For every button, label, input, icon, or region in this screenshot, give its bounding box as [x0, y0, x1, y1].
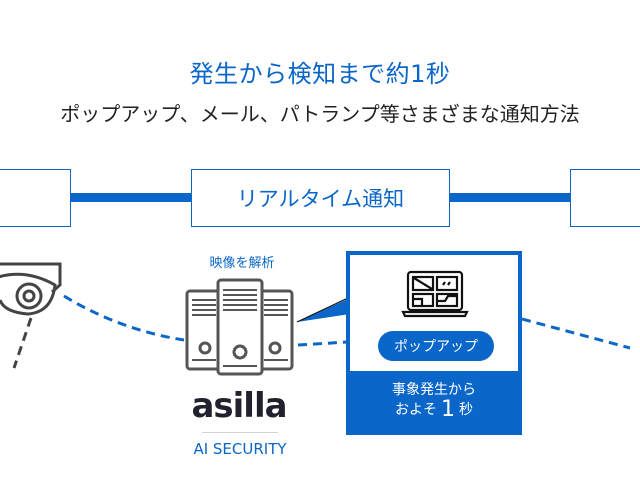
dome-camera-icon: [0, 262, 62, 316]
asilla-logo: asilla: [191, 386, 287, 426]
footer-seconds-number: 1: [441, 397, 455, 422]
stage-box-detection: [0, 169, 71, 227]
popup-button[interactable]: ポップアップ: [378, 331, 494, 361]
stage-label: リアルタイム通知: [236, 187, 405, 211]
dashed-link-server-popup: [297, 340, 349, 347]
laptop-monitor-icon: [401, 270, 469, 318]
page-subtitle: ポップアップ、メール、パトランプ等さまざまな通知方法: [60, 102, 580, 126]
stage-box-realtime-notify: リアルタイム通知: [191, 169, 450, 227]
dashed-line-camera-down: [12, 317, 33, 369]
logo-divider: [202, 432, 278, 433]
analyze-label: 映像を解析: [209, 256, 275, 271]
flow-connector-left: [70, 193, 192, 202]
dashed-link-camera-server: [63, 294, 185, 342]
flow-connector-right: [448, 193, 572, 202]
server-icon: [185, 278, 294, 376]
dashed-link-popup-right: [521, 317, 631, 350]
logo-subtext: AI SECURITY: [193, 440, 287, 458]
footer-line1: 事象発生から: [392, 382, 476, 398]
stage-box-next: [570, 169, 640, 227]
page-title: 発生から検知まで約1秒: [189, 60, 451, 88]
